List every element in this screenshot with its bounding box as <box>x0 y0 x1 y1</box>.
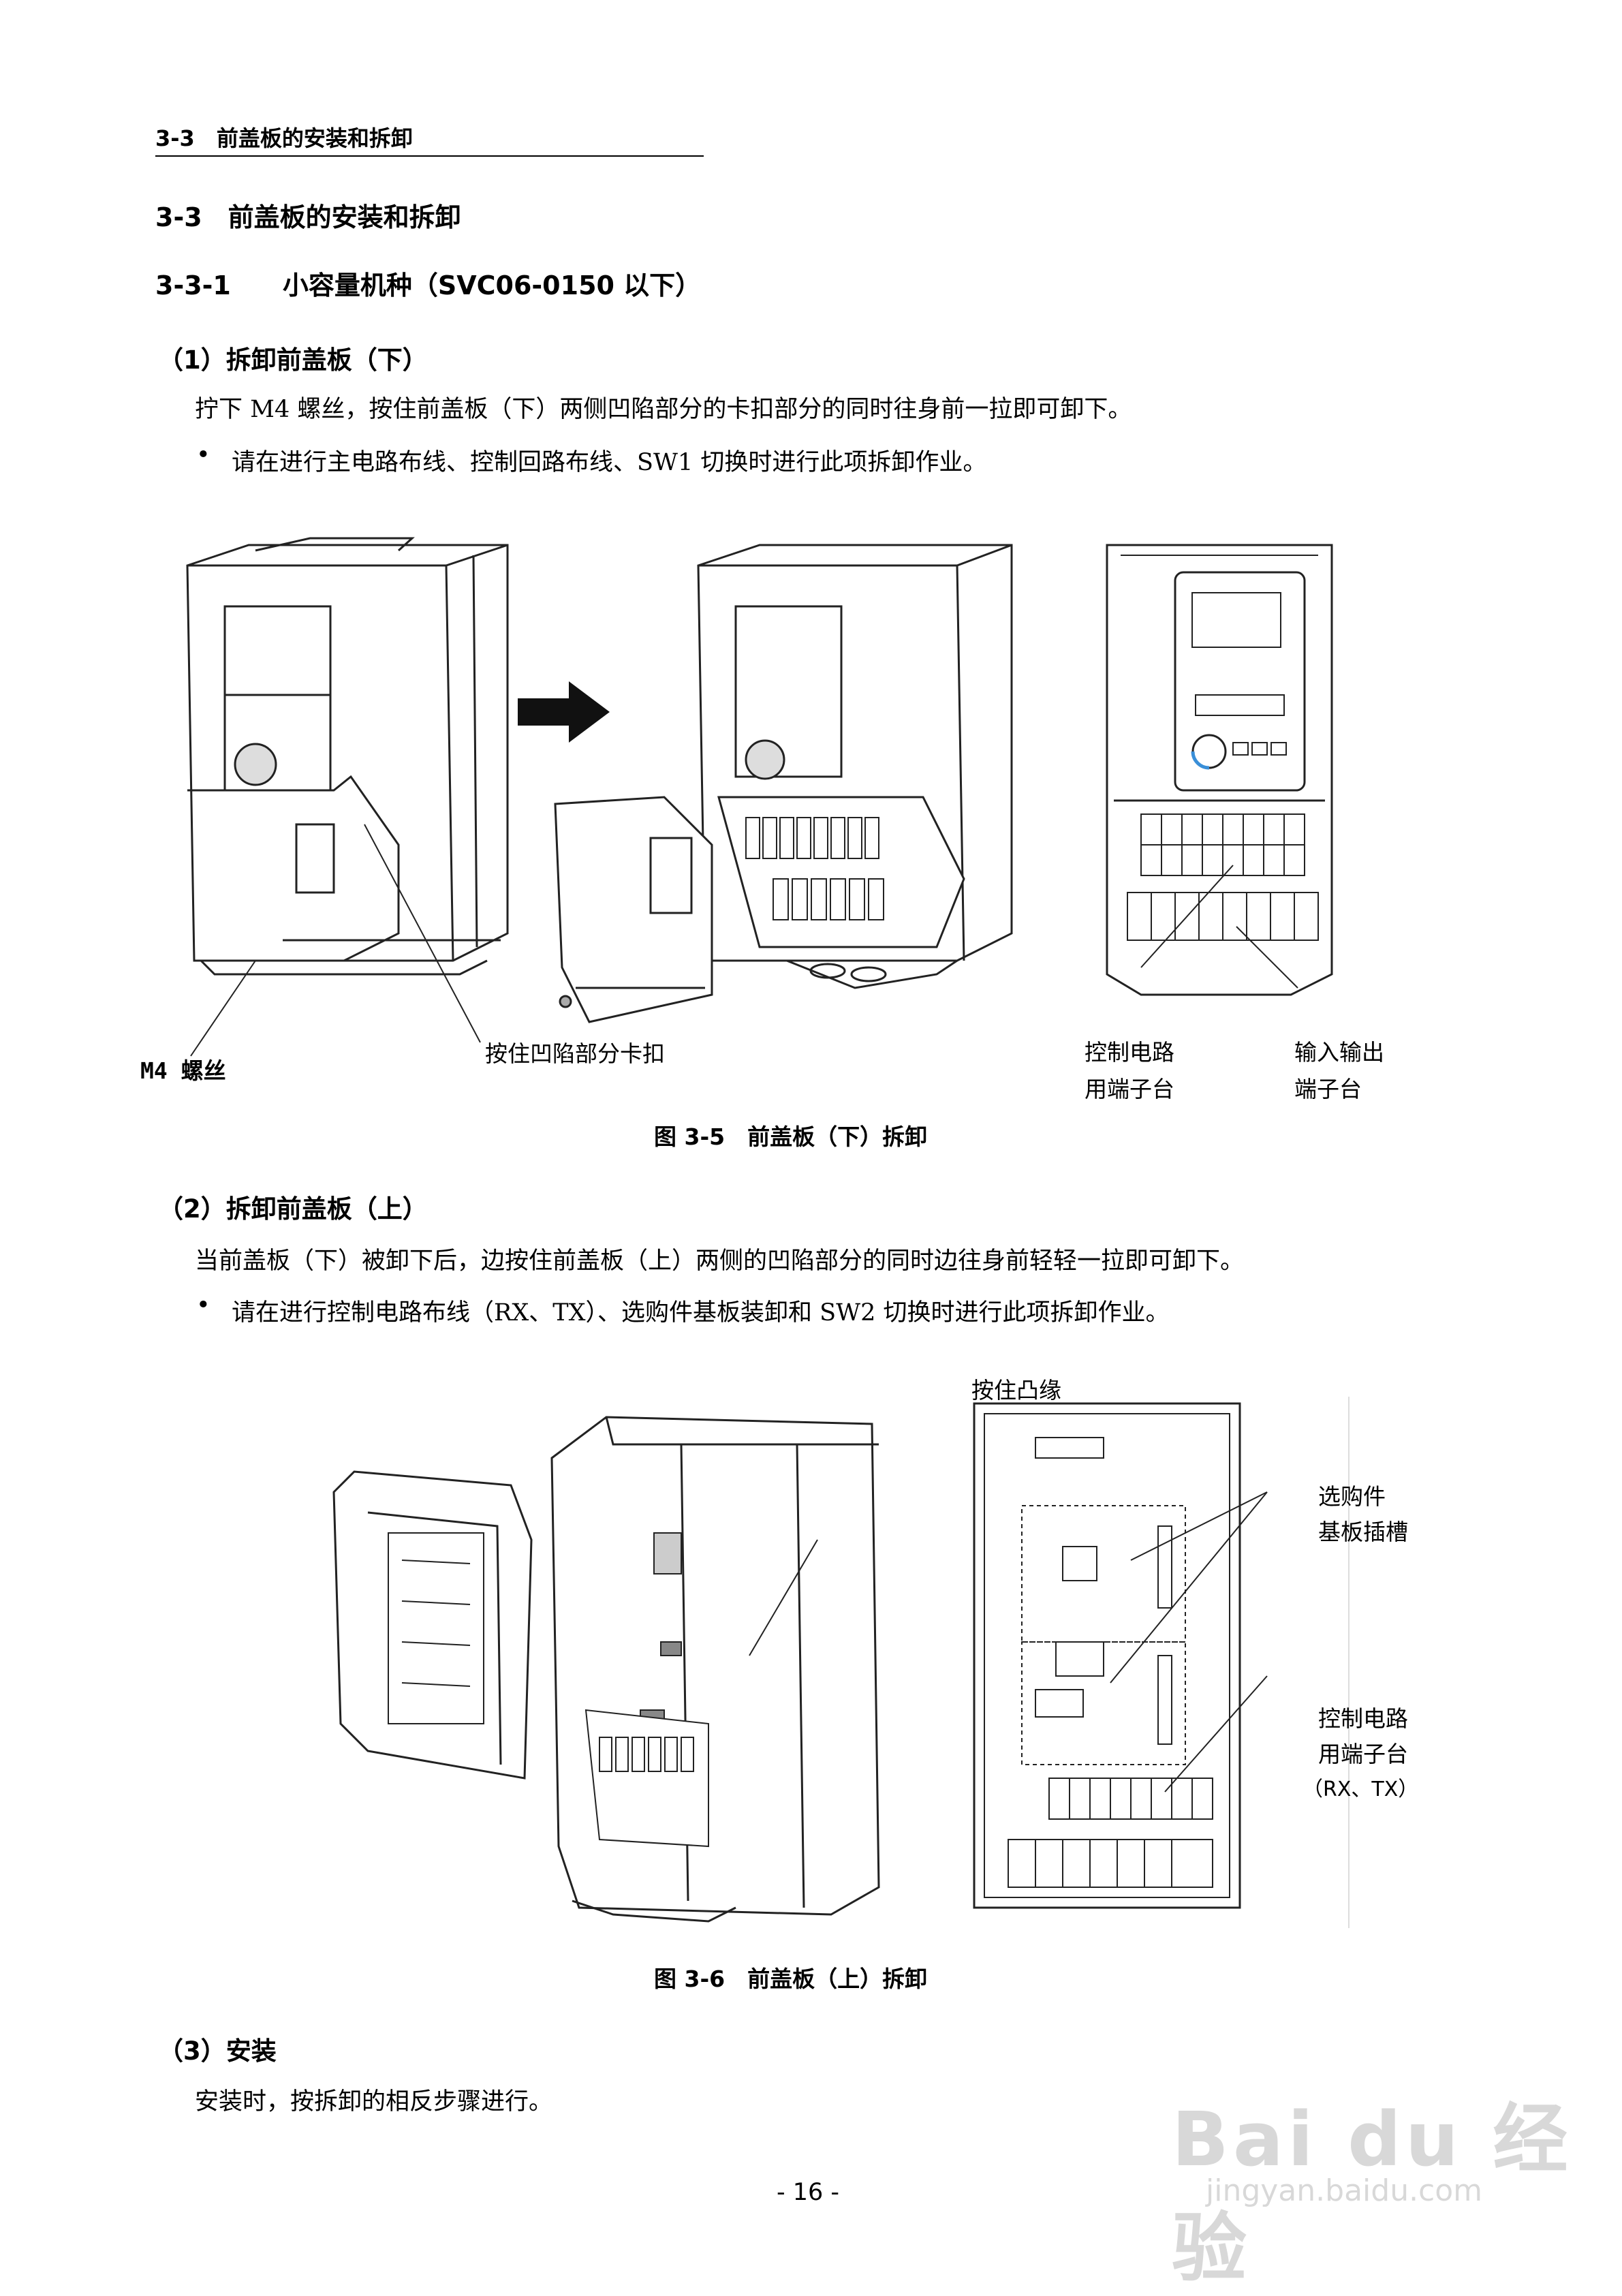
inverter-with-cover-illustration <box>186 537 509 1057</box>
baidu-watermark-url: jingyan.baidu.com <box>1206 2173 1483 2208</box>
step3-text: 安装时，按拆卸的相反步骤进行。 <box>195 2088 553 2115</box>
label-io-terminal-l2: 端子台 <box>1294 1076 1362 1102</box>
inverter-cover-removed-illustration <box>554 544 1013 1023</box>
label-io-terminal-l1: 输入输出 <box>1294 1039 1384 1066</box>
step2-bullet-text: 请在进行控制电路布线（RX、TX）、选购件基板装卸和 SW2 切换时进行此项拆卸… <box>232 1299 1170 1327</box>
step2-text: 当前盖板（下）被卸下后，边按住前盖板（上）两侧的凹陷部分的同时边往身前轻轻一拉即… <box>195 1247 1245 1275</box>
arrow-icon <box>518 681 610 743</box>
step1-title: （1）拆卸前盖板（下） <box>158 345 428 375</box>
label-control-terminal-l1: 控制电路 <box>1085 1039 1174 1066</box>
label-control-terminal-l2: 用端子台 <box>1318 1741 1408 1767</box>
label-option-slot-l2: 基板插槽 <box>1318 1519 1408 1545</box>
label-control-terminal-l3: （RX、TX） <box>1303 1778 1419 1801</box>
bullet-dot: • <box>196 1292 210 1319</box>
label-press-recess-clip: 按住凹陷部分卡扣 <box>485 1040 665 1067</box>
step1-bullet-text: 请在进行主电路布线、控制回路布线、SW1 切换时进行此项拆卸作业。 <box>232 449 987 476</box>
page-number: - 16 - <box>777 2179 840 2206</box>
bullet-dot: • <box>196 441 210 469</box>
label-press-flange: 按住凸缘 <box>971 1377 1061 1403</box>
figure-3-5-caption: 图 3-5 前盖板（下）拆卸 <box>654 1123 928 1150</box>
inverter-front-view-illustration <box>1106 544 1333 996</box>
figure-3-6 <box>327 1369 1417 1928</box>
step1-text: 拧下 M4 螺丝，按住前盖板（下）两侧凹陷部分的卡扣部分的同时往身前一拉即可卸下… <box>195 396 1132 423</box>
header-rule <box>155 155 704 157</box>
running-header: 3-3 前盖板的安装和拆卸 <box>155 125 413 151</box>
figure-3-5 <box>174 525 1400 1111</box>
label-option-slot-l1: 选购件 <box>1318 1483 1386 1510</box>
label-control-terminal-l2: 用端子台 <box>1085 1076 1174 1102</box>
inverter-board-front-view-illustration <box>973 1397 1350 1928</box>
upper-cover-illustration <box>332 1470 533 1780</box>
section-title: 3-3 前盖板的安装和拆卸 <box>155 202 461 232</box>
inverter-upper-cover-removed-illustration <box>550 1416 880 1923</box>
baidu-watermark: Bai du 经验 <box>1172 2096 1572 2292</box>
step3-title: （3）安装 <box>158 2036 277 2066</box>
step2-title: （2）拆卸前盖板（上） <box>158 1194 428 1224</box>
subsection-title: 3-3-1 小容量机种（SVC06-0150 以下） <box>155 270 702 300</box>
label-m4-screw: M4 螺丝 <box>140 1057 226 1084</box>
figure-3-6-caption: 图 3-6 前盖板（上）拆卸 <box>654 1966 928 1992</box>
label-control-terminal-l1: 控制电路 <box>1318 1705 1408 1732</box>
